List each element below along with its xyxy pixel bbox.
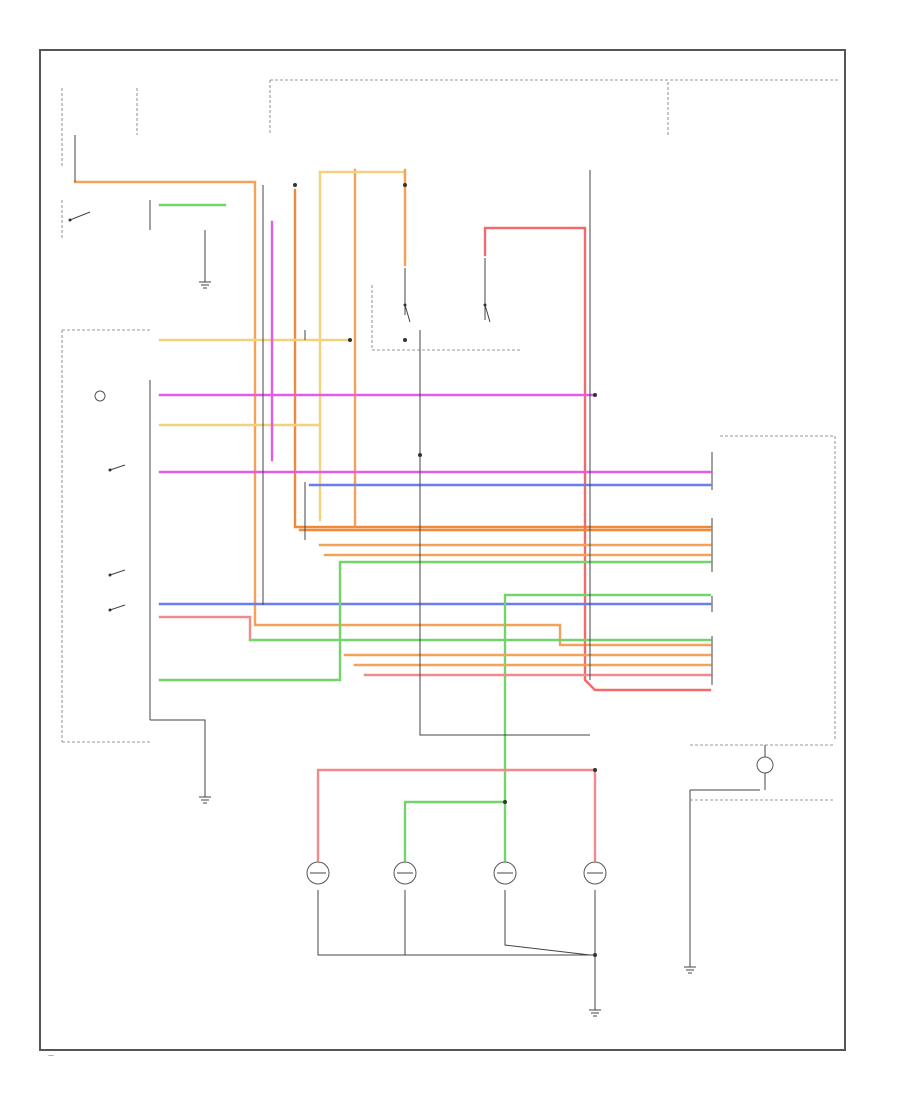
indicator-lamp-icon (756, 756, 774, 774)
splice-nodes (293, 183, 597, 957)
splice-node-icon (503, 800, 507, 804)
switch-icon (68, 211, 91, 222)
diagram-border (39, 49, 846, 1051)
switch-icon (403, 303, 411, 323)
wire-green-1 (158, 560, 712, 682)
splice-node-icon (593, 393, 597, 397)
footer-code: — (48, 1052, 54, 1059)
wires (73, 168, 712, 862)
component-boundaries (61, 79, 840, 801)
wire-pink-1 (158, 615, 252, 642)
wire-pink-3 (316, 768, 597, 862)
lamp-icon (393, 861, 417, 885)
wire-yellow-top (318, 170, 407, 262)
splice-node-icon (293, 183, 297, 187)
splice-node-icon (403, 183, 407, 187)
switch-icon (483, 303, 491, 323)
lamp-icon (493, 861, 517, 885)
ground-icon (589, 1005, 601, 1017)
splice-node-icon (348, 338, 352, 342)
splice-node-icon (593, 953, 597, 957)
switches (68, 211, 491, 612)
ground-icon (199, 790, 211, 804)
lamps (306, 756, 774, 885)
wire-green-2 (503, 593, 712, 862)
splice-node-icon (593, 768, 597, 772)
wire-orange-2 (293, 188, 712, 529)
lamp-icon (306, 861, 330, 885)
splice-node-icon (403, 338, 407, 342)
wire-green-5 (403, 800, 507, 862)
switch-icon (108, 464, 126, 472)
ground-icon (684, 960, 696, 974)
switch-icon (108, 569, 126, 577)
headlamp-switch-knob (94, 390, 106, 402)
switch-icon (108, 604, 126, 612)
grounds (199, 275, 696, 1017)
gray-wires (74, 135, 766, 1005)
lamp-icon (583, 861, 607, 885)
ground-icon (199, 275, 211, 289)
wire-red-loop (483, 226, 712, 692)
splice-node-icon (418, 453, 422, 457)
wire-orange-top (73, 180, 712, 647)
